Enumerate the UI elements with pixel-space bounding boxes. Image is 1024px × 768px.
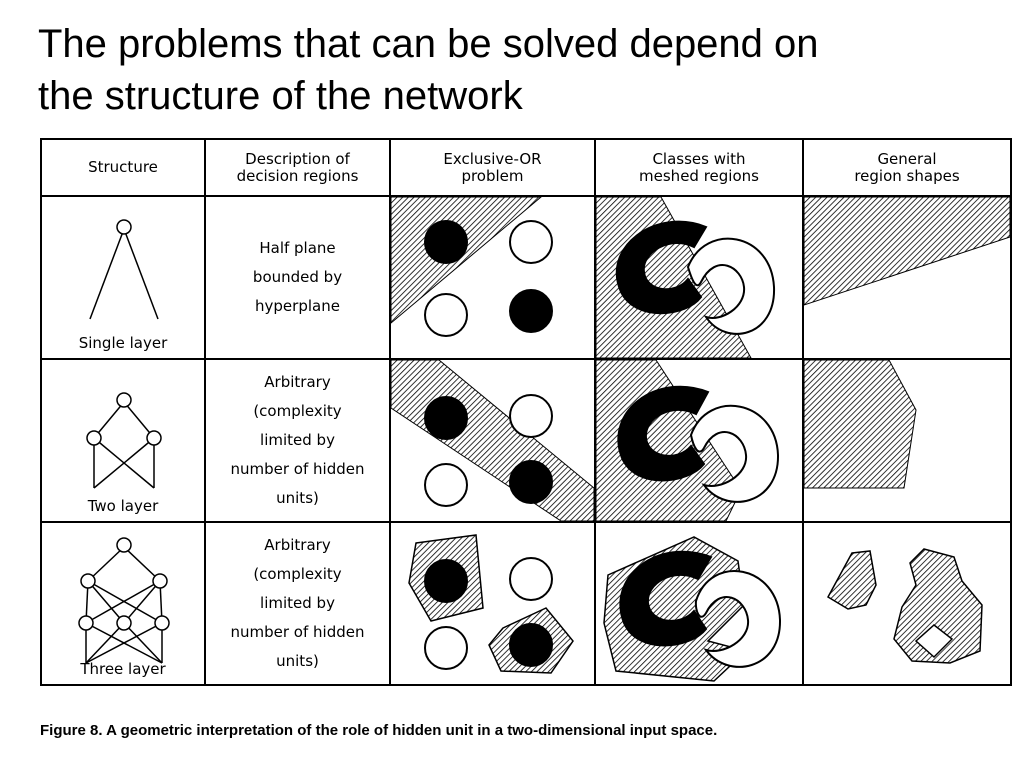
meshed-two-layer-diagram <box>596 360 780 521</box>
meshed-three-layer-diagram <box>603 536 782 682</box>
table-row-three-layer: Three layer Arbitrary (complexity limite… <box>40 521 1012 686</box>
table-row-two-layer: Two layer Arbitrary (complexity limited … <box>40 358 1012 523</box>
structure-label: Two layer <box>87 497 159 515</box>
description-cell-single: Half plane bounded by hyperplane <box>204 195 391 360</box>
meshed-cell-single <box>594 195 804 360</box>
general-cell-two <box>802 358 1012 523</box>
header-structure: Structure <box>40 138 206 197</box>
general-cell-three <box>802 521 1012 686</box>
meshed-cell-three <box>594 521 804 686</box>
structure-cell-three: Three layer <box>40 521 206 686</box>
xor-three-layer-diagram <box>408 534 574 674</box>
table-row-single-layer: Single layer Half plane bounded by hyper… <box>40 195 1012 360</box>
xor-cell-three <box>389 521 596 686</box>
single-layer-network-diagram <box>89 219 159 320</box>
xor-cell-two <box>389 358 596 523</box>
slide-title: The problems that can be solved depend o… <box>38 18 998 122</box>
meshed-single-layer-diagram <box>596 197 776 358</box>
general-three-layer-diagram <box>826 548 983 664</box>
structure-label: Three layer <box>80 660 166 678</box>
general-two-layer-diagram <box>804 360 917 489</box>
three-layer-network-diagram <box>78 537 170 664</box>
description-cell-three: Arbitrary (complexity limited by number … <box>204 521 391 686</box>
slide-title-line-1: The problems that can be solved depend o… <box>38 22 819 66</box>
xor-cell-single <box>389 195 596 360</box>
xor-single-layer-diagram <box>391 197 553 337</box>
description-cell-two: Arbitrary (complexity limited by number … <box>204 358 391 523</box>
structure-cell-two: Two layer <box>40 358 206 523</box>
general-cell-single <box>802 195 1012 360</box>
slide-title-line-2: the structure of the network <box>38 74 523 118</box>
structure-label: Single layer <box>78 334 168 352</box>
figure-caption: Figure 8. A geometric interpretation of … <box>40 722 718 739</box>
meshed-cell-two <box>594 358 804 523</box>
structure-cell-single: Single layer <box>40 195 206 360</box>
general-single-layer-diagram <box>804 197 1010 306</box>
two-layer-network-diagram <box>86 392 162 489</box>
xor-two-layer-diagram <box>391 360 594 521</box>
